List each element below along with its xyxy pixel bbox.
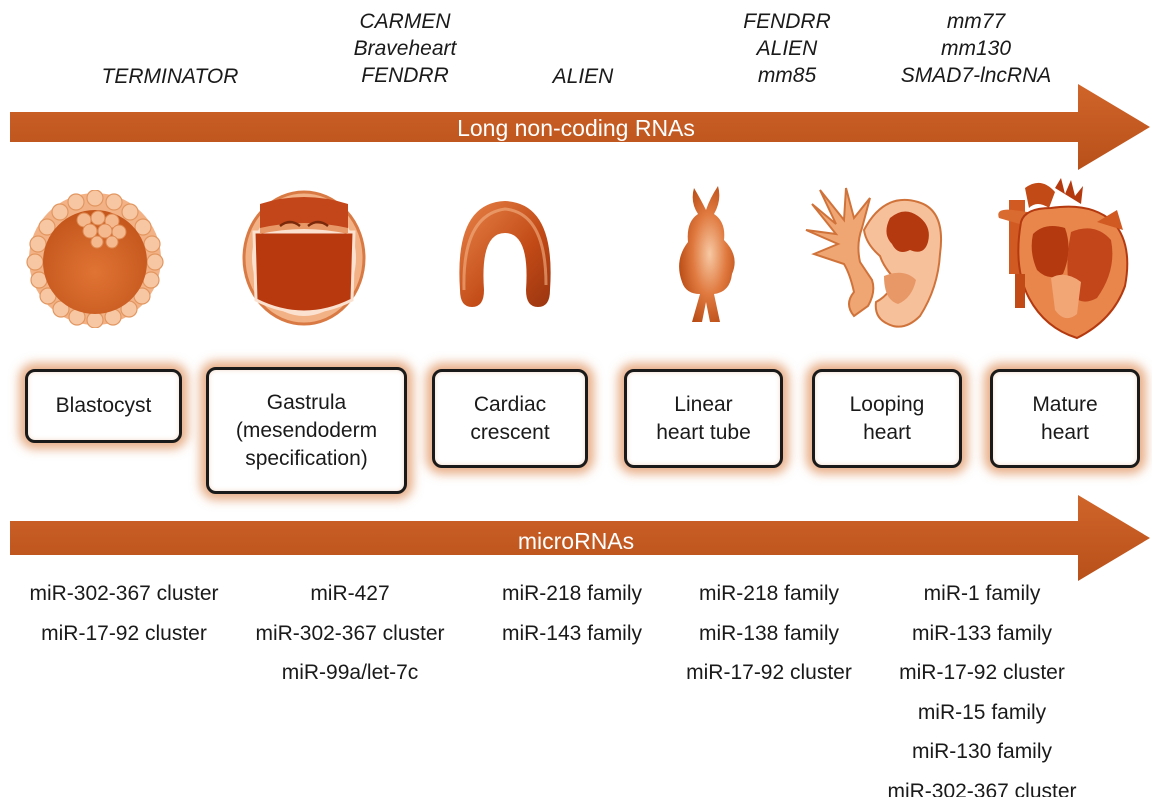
lncrna-name: mm130 <box>866 35 1086 62</box>
mirna-name: miR-15 family <box>872 693 1092 733</box>
stage-label-line: Linear <box>656 391 751 419</box>
cardiac-crescent-illustration <box>450 195 560 315</box>
stage-label-line: specification) <box>236 445 377 473</box>
lncrna-name: ALIEN <box>687 35 887 62</box>
mirna-name: miR-17-92 cluster <box>6 614 242 654</box>
mirna-group-tube: miR-218 family miR-138 family miR-17-92 … <box>664 574 874 693</box>
stage-label-line: heart <box>1032 419 1097 447</box>
mirna-group-blastocyst: miR-302-367 cluster miR-17-92 cluster <box>6 574 242 653</box>
mirna-name: miR-138 family <box>664 614 874 654</box>
mirna-name: miR-427 <box>232 574 468 614</box>
lncrna-group-looping: mm77 mm130 SMAD7-lncRNA <box>866 8 1086 89</box>
stage-label-line: crescent <box>470 419 549 447</box>
mirna-name: miR-143 family <box>462 614 682 654</box>
stage-box-looping: Looping heart <box>812 369 962 468</box>
mirna-group-crescent: miR-218 family miR-143 family <box>462 574 682 653</box>
mirna-name: miR-302-367 cluster <box>872 772 1092 797</box>
mirna-name: miR-17-92 cluster <box>664 653 874 693</box>
lncrna-arrow-label: Long non-coding RNAs <box>0 115 1152 142</box>
stage-label-line: (mesendoderm <box>236 417 377 445</box>
stage-box-crescent: Cardiac crescent <box>432 369 588 468</box>
blastocyst-illustration <box>26 190 164 328</box>
stage-box-gastrula: Gastrula (mesendoderm specification) <box>206 367 407 494</box>
stage-box-blastocyst: Blastocyst <box>25 369 182 443</box>
stage-label-line: Looping <box>850 391 925 419</box>
looping-heart-illustration <box>800 184 950 334</box>
mirna-group-gastrula: miR-427 miR-302-367 cluster miR-99a/let-… <box>232 574 468 693</box>
mirna-name: miR-130 family <box>872 732 1092 772</box>
mirna-arrow-label: microRNAs <box>0 528 1152 555</box>
stage-label-line: Blastocyst <box>56 392 152 420</box>
mirna-name: miR-218 family <box>664 574 874 614</box>
lncrna-name: CARMEN <box>305 8 505 35</box>
mirna-name: miR-302-367 cluster <box>6 574 242 614</box>
mirna-name: miR-99a/let-7c <box>232 653 468 693</box>
lncrna-name: mm77 <box>866 8 1086 35</box>
lncrna-group-gastrula: CARMEN Braveheart FENDRR <box>305 8 505 89</box>
stage-box-mature: Mature heart <box>990 369 1140 468</box>
stage-box-tube: Linear heart tube <box>624 369 783 468</box>
stage-label-line: heart tube <box>656 419 751 447</box>
mirna-name: miR-1 family <box>872 574 1092 614</box>
stage-label-line: Cardiac <box>470 391 549 419</box>
mirna-name: miR-17-92 cluster <box>872 653 1092 693</box>
lncrna-name: FENDRR <box>687 8 887 35</box>
mirna-name: miR-133 family <box>872 614 1092 654</box>
mirna-name: miR-218 family <box>462 574 682 614</box>
lncrna-name: Braveheart <box>305 35 505 62</box>
mirna-group-mature: miR-1 family miR-133 family miR-17-92 cl… <box>872 574 1092 797</box>
stage-label-line: Gastrula <box>236 389 377 417</box>
stage-label-line: heart <box>850 419 925 447</box>
gastrula-illustration <box>240 188 368 328</box>
lncrna-group-tube: FENDRR ALIEN mm85 <box>687 8 887 89</box>
stage-label-line: Mature <box>1032 391 1097 419</box>
linear-heart-tube-illustration <box>660 182 750 332</box>
mirna-name: miR-302-367 cluster <box>232 614 468 654</box>
mature-heart-illustration <box>985 178 1135 342</box>
